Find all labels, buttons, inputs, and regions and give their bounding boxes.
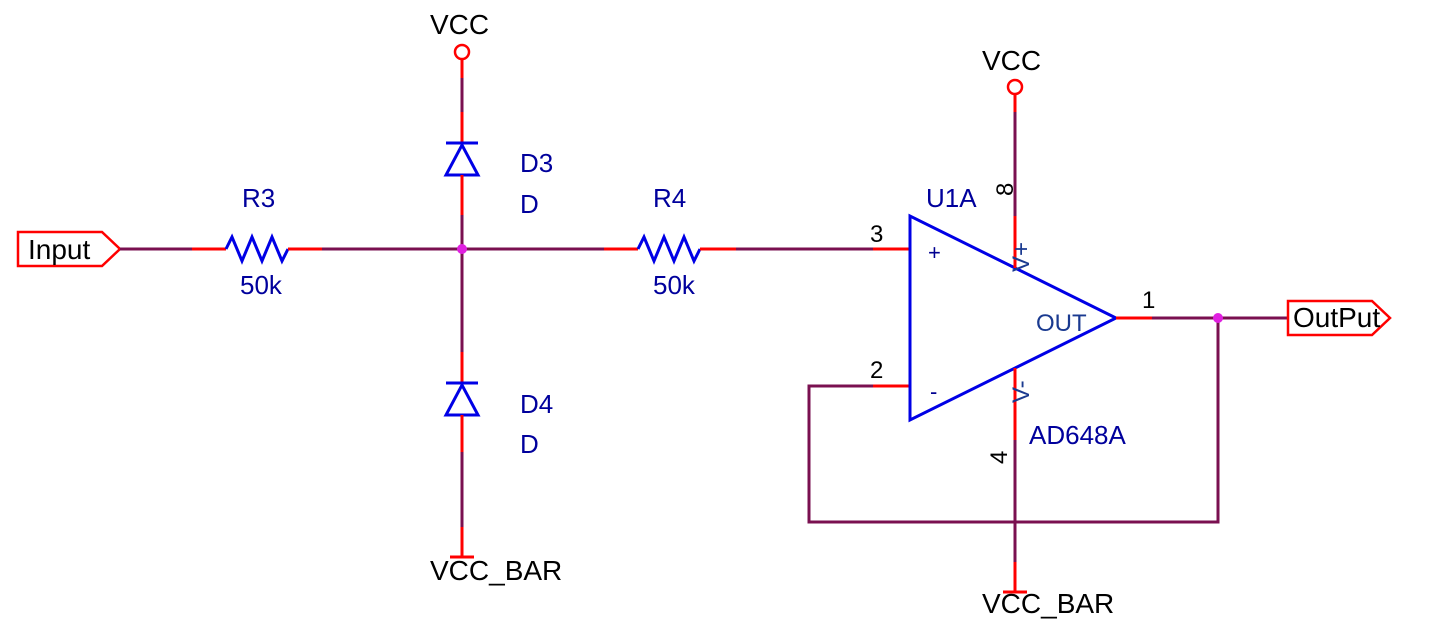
opamp-vplus-label: V+ bbox=[1008, 242, 1035, 272]
d3-value-label: D bbox=[520, 189, 539, 219]
input-port[interactable]: Input bbox=[16, 230, 122, 268]
resistor-r3[interactable]: R3 50k bbox=[192, 183, 322, 300]
junction-right bbox=[1213, 313, 1223, 323]
wire-feedback-loop bbox=[807, 318, 1220, 524]
r3-ref-label: R3 bbox=[242, 183, 275, 213]
d3-triangle bbox=[443, 141, 481, 177]
opamp-pin8-number: 8 bbox=[992, 183, 1019, 196]
vcc-bar-left-label: VCC_BAR bbox=[430, 555, 562, 586]
output-port[interactable]: OutPut bbox=[1286, 299, 1392, 337]
vcc-symbol-left: VCC bbox=[430, 9, 489, 78]
opamp-plus-sign: + bbox=[928, 240, 941, 265]
opamp-value-label: AD648A bbox=[1029, 420, 1126, 450]
vcc-right-terminal bbox=[1006, 78, 1024, 96]
vcc-left-label: VCC bbox=[430, 9, 489, 40]
opamp-out-label: OUT bbox=[1036, 310, 1087, 337]
opamp-minus-sign: - bbox=[930, 379, 937, 404]
vcc-symbol-right: VCC bbox=[982, 45, 1041, 112]
vcc-right-label: VCC bbox=[982, 45, 1041, 76]
junction-left bbox=[457, 244, 467, 254]
d4-ref-label: D4 bbox=[520, 389, 553, 419]
input-port-shape bbox=[16, 230, 122, 268]
vcc-left-terminal bbox=[453, 43, 471, 61]
diode-d4[interactable]: D4 D bbox=[443, 352, 553, 459]
resistor-r4[interactable]: R4 50k bbox=[604, 183, 736, 300]
output-port-label: OutPut bbox=[1293, 302, 1380, 333]
opamp-pin2-number: 2 bbox=[870, 357, 883, 384]
r3-value-label: 50k bbox=[240, 270, 283, 300]
r3-zigzag bbox=[224, 233, 290, 265]
d4-triangle bbox=[443, 381, 481, 417]
opamp-pin3-number: 3 bbox=[870, 221, 883, 248]
opamp-ref-label: U1A bbox=[926, 183, 977, 213]
vcc-bar-right-label: VCC_BAR bbox=[982, 588, 1114, 619]
diode-d3[interactable]: D3 D bbox=[443, 112, 553, 219]
opamp-vminus-label: V- bbox=[1008, 380, 1035, 403]
vcc-bar-symbol-right: VCC_BAR bbox=[982, 562, 1114, 619]
input-port-label: Input bbox=[28, 234, 90, 265]
r4-zigzag bbox=[636, 233, 702, 265]
r4-ref-label: R4 bbox=[653, 183, 686, 213]
opamp-pin4-number: 4 bbox=[986, 451, 1013, 464]
opamp-pin1-number: 1 bbox=[1142, 287, 1155, 314]
d3-ref-label: D3 bbox=[520, 148, 553, 178]
vcc-bar-symbol-left: VCC_BAR bbox=[430, 527, 562, 586]
opamp-triangle bbox=[908, 213, 1120, 423]
d4-value-label: D bbox=[520, 429, 539, 459]
opamp-u1a[interactable]: 3 2 + - OUT V+ 8 V- 4 U1A AD648A 1 bbox=[870, 183, 1155, 464]
output-port-shape bbox=[1286, 299, 1392, 337]
r4-value-label: 50k bbox=[653, 270, 696, 300]
